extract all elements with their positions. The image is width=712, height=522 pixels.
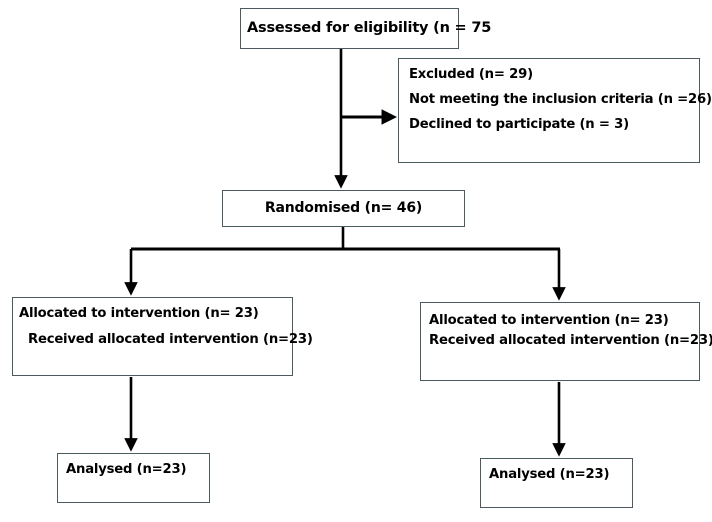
allocation-right-allocated-label: Allocated to intervention (n= 23) <box>429 313 669 328</box>
excluded-total-label: Excluded (n= 29) <box>409 67 533 82</box>
node-allocation-left: Allocated to intervention (n= 23) Receiv… <box>12 297 313 376</box>
analysed-left-label: Analysed (n=23) <box>66 462 187 477</box>
node-analysed-right: Analysed (n=23) <box>480 458 633 508</box>
node-randomised: Randomised (n= 46) <box>222 190 465 227</box>
node-allocation-right: Allocated to intervention (n= 23) Receiv… <box>420 302 712 381</box>
node-analysed-left: Analysed (n=23) <box>57 453 210 503</box>
excluded-not-meeting-criteria-label: Not meeting the inclusion criteria (n =2… <box>409 91 712 107</box>
allocation-left-allocated-label: Allocated to intervention (n= 23) <box>19 306 259 321</box>
analysed-right-label: Analysed (n=23) <box>489 467 610 482</box>
assessed-label: Assessed for eligibility (n = 75 <box>247 19 492 36</box>
excluded-declined-label: Declined to participate (n = 3) <box>409 116 629 132</box>
node-excluded: Excluded (n= 29) Not meeting the inclusi… <box>398 58 712 163</box>
randomised-label: Randomised (n= 46) <box>264 200 423 217</box>
allocation-right-received-label: Received allocated intervention (n=23) <box>429 332 712 348</box>
node-assessed-for-eligibility: Assessed for eligibility (n = 75 <box>240 8 491 49</box>
allocation-left-received-label: Received allocated intervention (n=23) <box>28 331 313 347</box>
